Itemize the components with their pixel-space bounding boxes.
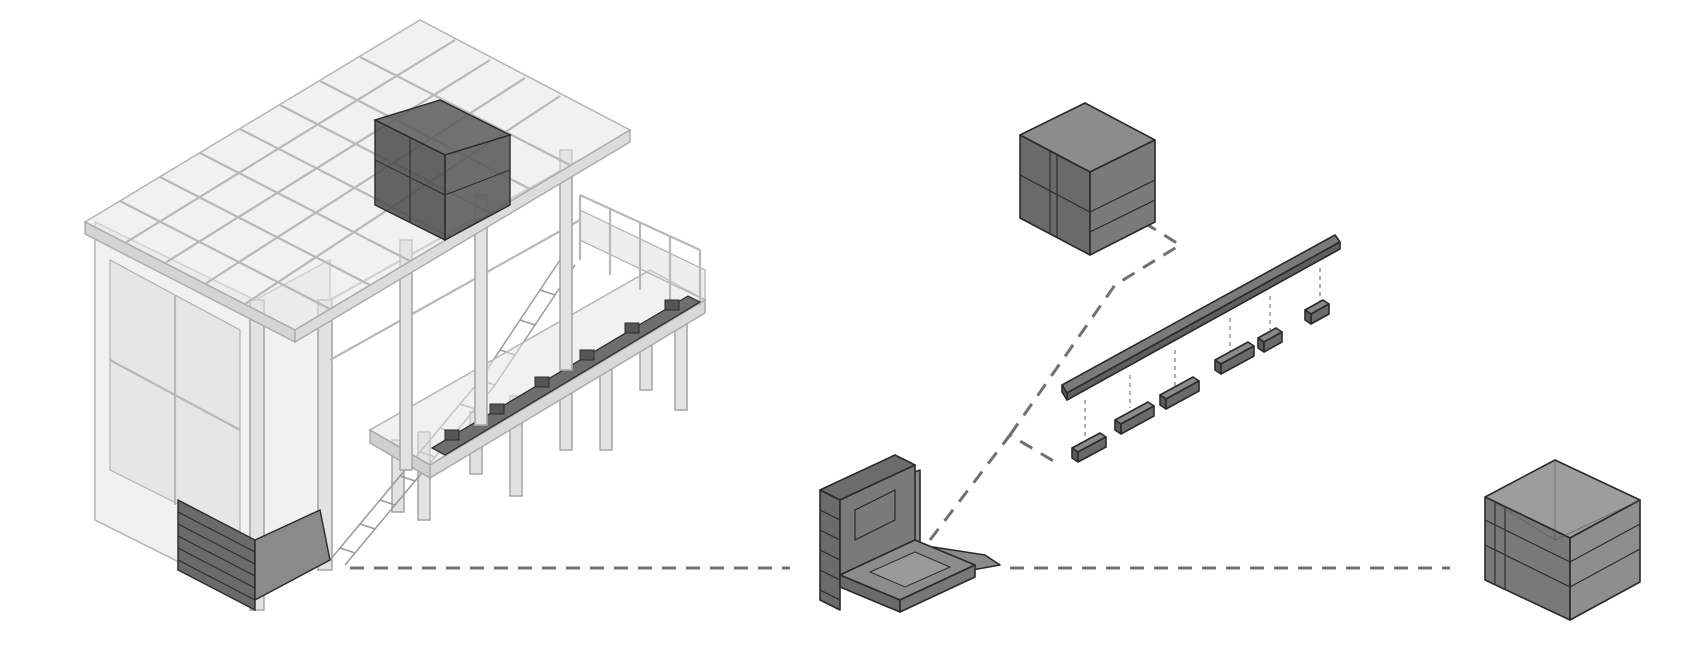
roof-frame <box>83 19 632 344</box>
bench-support <box>1071 432 1107 463</box>
bench-support <box>1304 299 1330 325</box>
deck-platform <box>368 269 707 466</box>
bench-support <box>1159 376 1200 410</box>
house-core-cube <box>373 99 512 242</box>
house-structure <box>83 19 707 612</box>
bench-assembly <box>1061 234 1341 463</box>
core-cube-module <box>1019 102 1156 256</box>
bench-support <box>1114 401 1155 435</box>
bench-support <box>1257 327 1283 353</box>
l-shaped-module <box>819 454 1001 613</box>
deck-bench <box>430 295 702 456</box>
bench-support <box>1214 341 1255 375</box>
connector-l-module-to-bench <box>928 433 1061 541</box>
connector-bench-to-core-cube <box>1008 218 1183 436</box>
glazed-cube-module <box>1484 459 1641 621</box>
house-base-block <box>177 498 331 612</box>
deck-railing <box>578 194 706 305</box>
